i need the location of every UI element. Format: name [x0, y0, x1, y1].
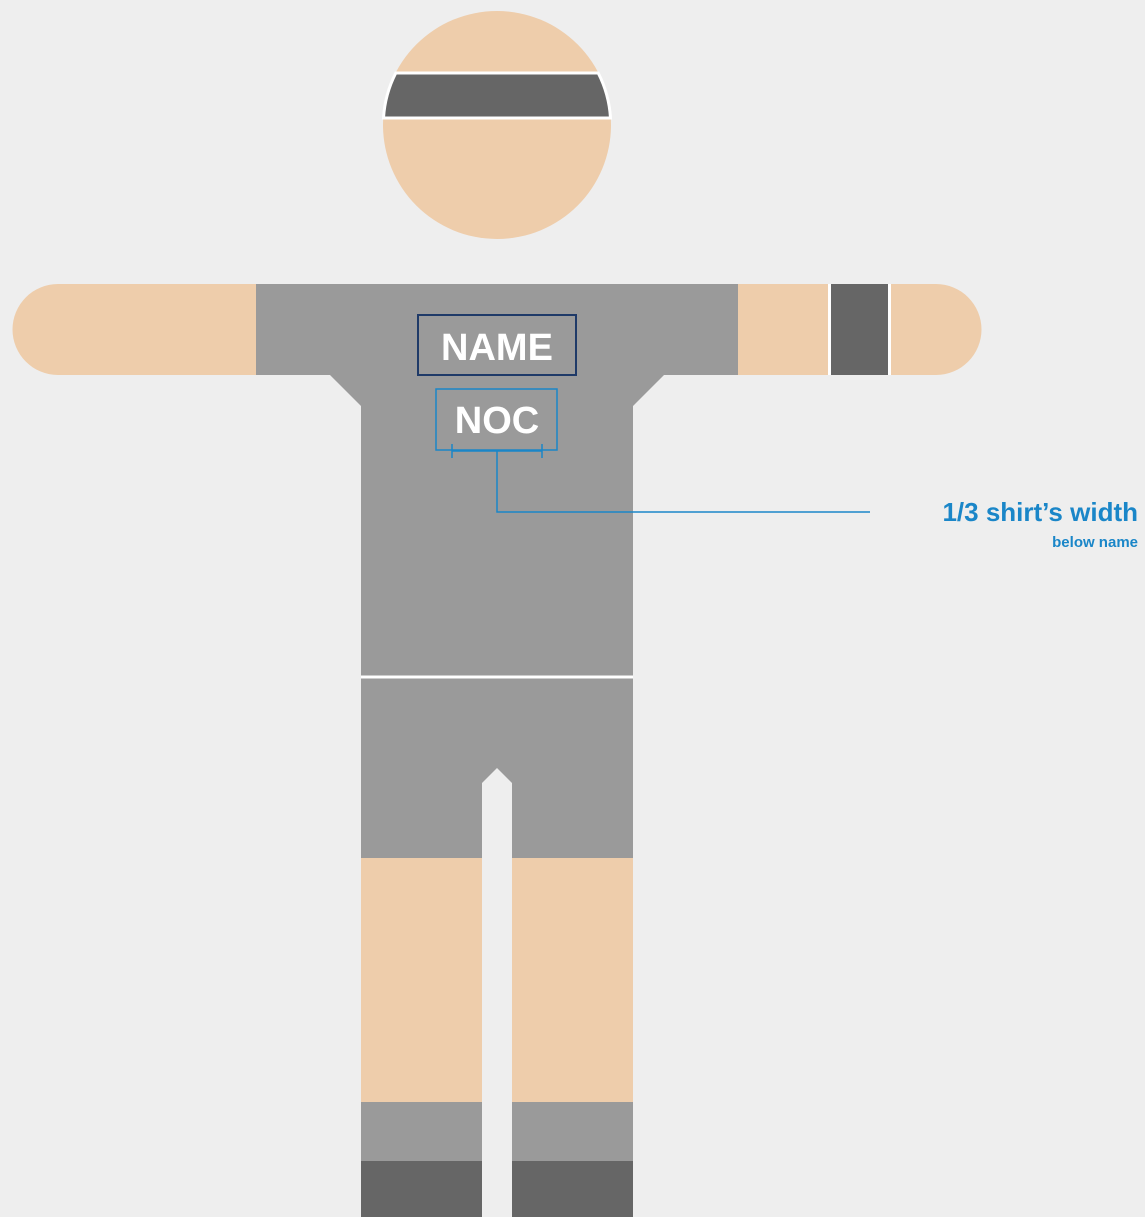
armband [829, 284, 890, 375]
noc-text: NOC [455, 400, 539, 442]
left-shoe [361, 1161, 482, 1217]
left-arm [13, 284, 257, 375]
left-sock [361, 1102, 482, 1161]
annotation-sub-text: below name [1052, 534, 1138, 551]
head [383, 11, 611, 239]
right-sock [512, 1102, 633, 1161]
right-shoe [512, 1161, 633, 1217]
left-arm-skin [13, 284, 257, 375]
right-leg [512, 858, 633, 1102]
left-leg [361, 858, 482, 1102]
name-text: NAME [441, 327, 553, 369]
annotation-main-text: 1/3 shirt’s width [942, 497, 1138, 527]
head-circle [383, 11, 611, 239]
headband [384, 73, 611, 118]
right-arm [738, 284, 982, 375]
